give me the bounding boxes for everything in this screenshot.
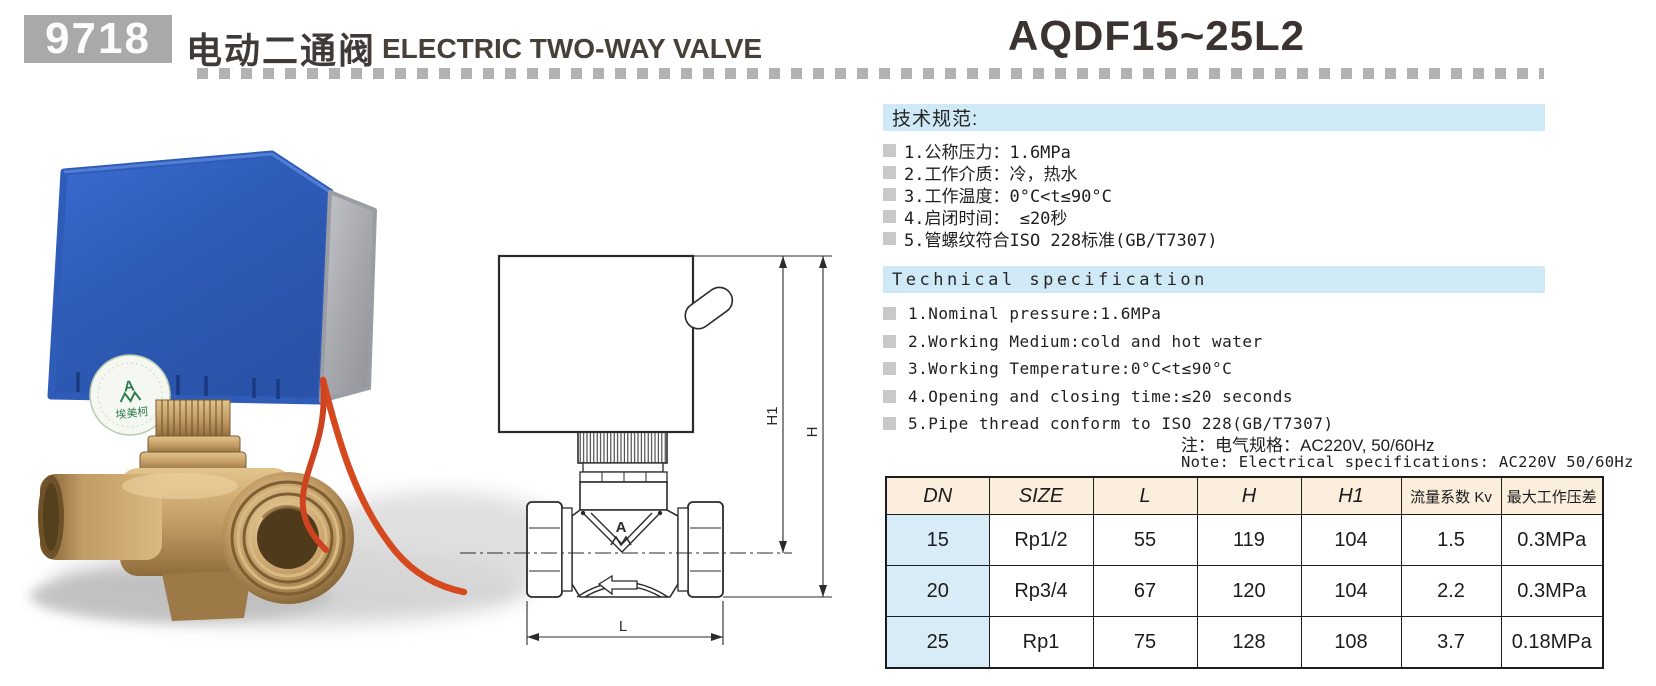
bullet-square <box>883 165 896 179</box>
cell-max-pressure: 0.3MPa <box>1500 514 1604 566</box>
cell-kv: 1.5 <box>1400 514 1502 566</box>
spec-heading-en: Technical specification <box>883 266 1545 293</box>
dim-label-h: H <box>804 427 821 438</box>
col-header-l: L <box>1092 476 1198 515</box>
model-number: AQDF15~25L2 <box>1008 12 1305 59</box>
drawing-cable-gland <box>684 286 734 330</box>
spec-item-en: 1.Nominal pressure:1.6MPa <box>883 300 1334 328</box>
product-code: 9718 <box>45 14 151 63</box>
spec-item-cn: 1.公称压力：1.6MPa <box>883 139 1217 163</box>
power-cable <box>299 376 468 596</box>
spec-heading-cn: 技术规范: <box>883 104 1545 131</box>
spec-item-cn: 5.管螺纹符合ISO 228标准(GB/T7307) <box>883 227 1217 251</box>
bullet-square <box>883 209 896 223</box>
cell-h1: 104 <box>1300 565 1402 617</box>
cell-dn: 15 <box>885 514 990 566</box>
cell-h1: 108 <box>1300 616 1402 669</box>
threaded-port <box>222 472 354 604</box>
col-header-h1: H1 <box>1300 476 1402 515</box>
bullet-square <box>883 187 896 201</box>
spec-item-en: 4.Opening and closing time:≤20 seconds <box>883 383 1334 411</box>
drawing-logo-m-mark <box>610 535 632 547</box>
dim-label-h1: H1 <box>764 406 781 425</box>
dotted-separator <box>197 68 1544 79</box>
cell-kv: 2.2 <box>1400 565 1502 617</box>
cell-l: 75 <box>1092 616 1198 669</box>
col-header-h: H <box>1196 476 1302 515</box>
cell-max-pressure: 0.18MPa <box>1500 616 1604 669</box>
bullet-square <box>883 334 896 348</box>
flow-direction-arrow <box>597 574 638 596</box>
spec-item-en: 3.Working Temperature:0°C<t≤90°C <box>883 355 1334 383</box>
dimension-lines <box>526 255 832 645</box>
technical-drawing: A H1 H L <box>460 254 832 645</box>
bullet-square <box>883 307 896 321</box>
spec-item-en: 5.Pipe thread conform to ISO 228(GB/T730… <box>883 410 1334 438</box>
cell-dn: 25 <box>885 616 990 669</box>
product-code-badge: 9718 <box>24 14 172 63</box>
spec-item-en: 2.Working Medium:cold and hot water <box>883 328 1334 356</box>
drawing-logo-letter: A <box>616 519 627 536</box>
brand-label: A 埃美柯 <box>89 354 171 436</box>
page-title-chinese: 电动二通阀 <box>186 30 377 71</box>
actuator-housing: A 埃美柯 <box>47 150 377 436</box>
spec-item-cn: 4.启闭时间： ≤20秒 <box>883 205 1217 229</box>
cell-size: Rp1 <box>988 616 1094 669</box>
col-header-dn: DN <box>885 476 990 515</box>
cell-max-pressure: 0.3MPa <box>1500 565 1604 617</box>
spec-list-en: 1.Nominal pressure:1.6MPa 2.Working Medi… <box>883 300 1334 438</box>
cell-l: 55 <box>1092 514 1198 566</box>
note-electrical-cn: 注：电气规格：AC220V, 50/60Hz <box>1181 436 1435 455</box>
table-header-row: DN SIZE L H H1 流量系数 Kv 最大工作压差 <box>885 476 1604 515</box>
drawing-actuator <box>497 254 695 434</box>
note-electrical-en: Note: Electrical specifications: AC220V … <box>1181 453 1634 471</box>
spec-item-cn: 2.工作介质：冷，热水 <box>883 161 1217 185</box>
product-photo: A 埃美柯 <box>30 150 560 624</box>
dimension-table: DN SIZE L H H1 流量系数 Kv 最大工作压差 15 Rp1/2 5… <box>885 476 1604 669</box>
bullet-square <box>883 417 896 431</box>
cell-h: 120 <box>1196 565 1302 617</box>
cell-size: Rp3/4 <box>988 565 1094 617</box>
dim-label-l: L <box>619 618 627 635</box>
col-header-size: SIZE <box>988 476 1094 515</box>
table-row: 20 Rp3/4 67 120 104 2.2 0.3MPa <box>885 565 1604 617</box>
cell-l: 67 <box>1092 565 1198 617</box>
table-row: 25 Rp1 75 128 108 3.7 0.18MPa <box>885 616 1604 669</box>
drawing-knurled-stem <box>577 431 668 464</box>
cell-h1: 104 <box>1300 514 1402 566</box>
cell-kv: 3.7 <box>1400 616 1502 669</box>
col-header-kv: 流量系数 Kv <box>1400 476 1502 515</box>
cell-dn: 20 <box>885 565 990 617</box>
label-logo-letter: A <box>123 378 136 396</box>
bullet-square <box>883 231 896 245</box>
cell-h: 128 <box>1196 616 1302 669</box>
bullet-square <box>883 362 896 376</box>
bullet-square <box>883 143 896 157</box>
spec-item-cn: 3.工作温度：0°C<t≤90°C <box>883 183 1217 207</box>
dimension-arrows <box>527 256 827 641</box>
cell-size: Rp1/2 <box>988 514 1094 566</box>
valve-body-photo <box>38 399 354 621</box>
drawing-valve-body <box>526 501 724 598</box>
spec-list-cn: 1.公称压力：1.6MPa 2.工作介质：冷，热水 3.工作温度：0°C<t≤9… <box>883 139 1217 251</box>
page-title-english: ELECTRIC TWO-WAY VALVE <box>382 33 763 64</box>
cell-h: 119 <box>1196 514 1302 566</box>
table-row: 15 Rp1/2 55 119 104 1.5 0.3MPa <box>885 514 1604 566</box>
bullet-square <box>883 389 896 403</box>
col-header-max-pressure-diff: 最大工作压差 <box>1500 476 1604 515</box>
label-brand-text: 埃美柯 <box>115 404 149 421</box>
